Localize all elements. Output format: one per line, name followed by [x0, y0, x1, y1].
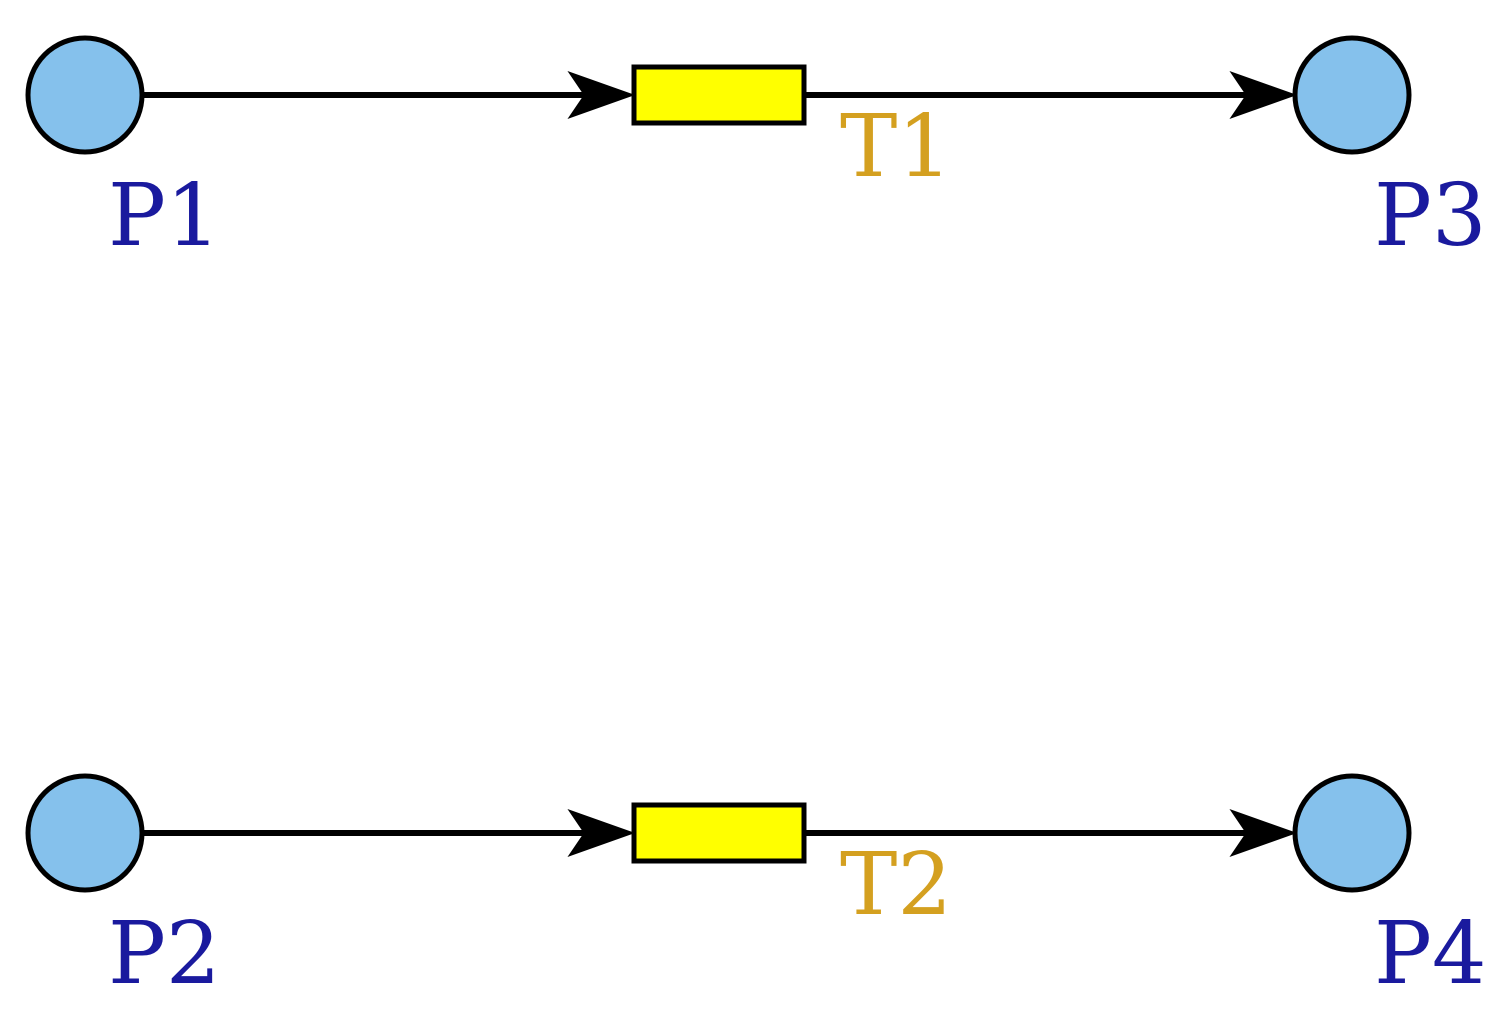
place-label-p1: P1 [108, 166, 221, 266]
transition-label-t1: T1 [840, 97, 952, 197]
place-label-p4: P4 [1374, 904, 1487, 1004]
arc-t1-p3 [804, 71, 1297, 119]
arc-t2-p4 [804, 809, 1297, 857]
transition-t1[interactable] [631, 64, 807, 126]
place-label-p2: P2 [108, 904, 221, 1004]
arc-p2-t2 [143, 809, 635, 857]
arc-p1-t1 [143, 71, 635, 119]
place-p1[interactable] [25, 35, 145, 155]
place-label-p3: P3 [1374, 166, 1487, 266]
place-p2[interactable] [25, 773, 145, 893]
place-p3[interactable] [1292, 35, 1412, 155]
transition-label-t2: T2 [840, 835, 952, 935]
transition-t2[interactable] [631, 802, 807, 864]
place-p4[interactable] [1292, 773, 1412, 893]
